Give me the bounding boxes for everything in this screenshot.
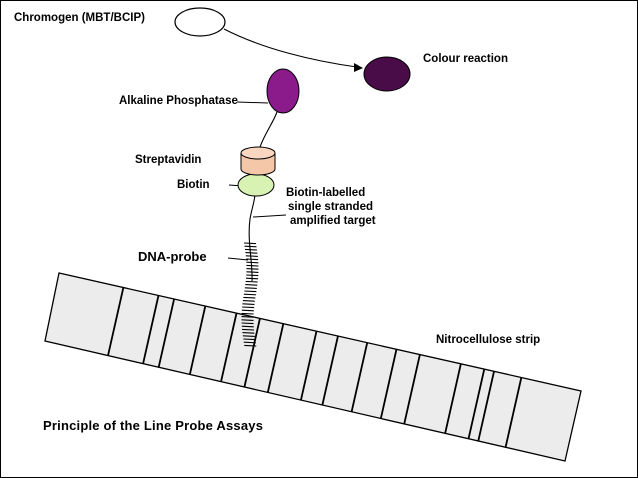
phosphatase-leader (236, 101, 269, 104)
probe-rung (245, 255, 258, 257)
reaction-arrowhead (354, 63, 363, 72)
dna-probe-leader (227, 257, 249, 261)
biotin-label: Biotin (177, 179, 210, 191)
probe-rung (243, 296, 256, 299)
chromogen-label: Chromogen (MBT/BCIP) (14, 12, 145, 24)
probe-rung (242, 303, 255, 305)
probe-rung (244, 287, 257, 289)
enzyme-link-line (259, 111, 278, 148)
probe-rung (242, 300, 255, 302)
probe-rung (246, 261, 259, 264)
probe-rung (246, 258, 259, 261)
streptavidin-cylinder (240, 146, 276, 176)
probe-rung (246, 268, 259, 270)
probe-rung (241, 312, 254, 315)
target-label-line-3: amplified target (290, 215, 376, 227)
target-label-line-2: single stranded (288, 201, 373, 213)
probe-rung (241, 309, 254, 312)
amplified-target-label: Biotin-labelled single stranded amplifie… (286, 186, 376, 228)
chromogen-ellipse (174, 7, 226, 37)
probe-rung (245, 280, 258, 283)
probe-rung (241, 319, 254, 321)
alkaline-phosphatase-ellipse (266, 68, 300, 114)
probe-rung (245, 252, 258, 254)
probe-rung (243, 293, 256, 296)
dna-probe-label: DNA-probe (138, 249, 207, 264)
probe-rung (244, 245, 257, 248)
probe-rung (241, 325, 254, 328)
dna-probe-ladder (241, 242, 259, 347)
probe-rung (242, 332, 255, 334)
streptavidin-label: Streptavidin (135, 154, 202, 166)
target-leader (252, 214, 287, 218)
probe-rung (242, 328, 255, 331)
nitrocellulose-strip-label: Nitrocellulose strip (436, 334, 541, 346)
colour-reaction-ellipse (363, 56, 411, 92)
probe-rung (242, 335, 255, 337)
probe-rung (244, 344, 257, 347)
probe-rung (241, 316, 254, 318)
probe-rung (244, 248, 258, 251)
alkaline-phosphatase-label: Alkaline Phosphatase (119, 95, 238, 107)
colour-reaction-label: Colour reaction (423, 53, 508, 65)
nitrocellulose-strip (44, 272, 582, 462)
diagram-caption: Principle of the Line Probe Assays (43, 418, 264, 433)
reaction-arrow (223, 28, 358, 68)
probe-rung (242, 306, 255, 309)
probe-rung (246, 264, 259, 267)
probe-rung (244, 290, 257, 293)
probe-rung (241, 322, 254, 325)
target-label-line-1: Biotin-labelled (286, 187, 366, 199)
probe-rung (245, 284, 258, 286)
amplified-target-strand (248, 192, 256, 282)
probe-rung (243, 338, 256, 341)
probe-rung (243, 341, 256, 344)
biotin-ellipse (237, 173, 275, 197)
